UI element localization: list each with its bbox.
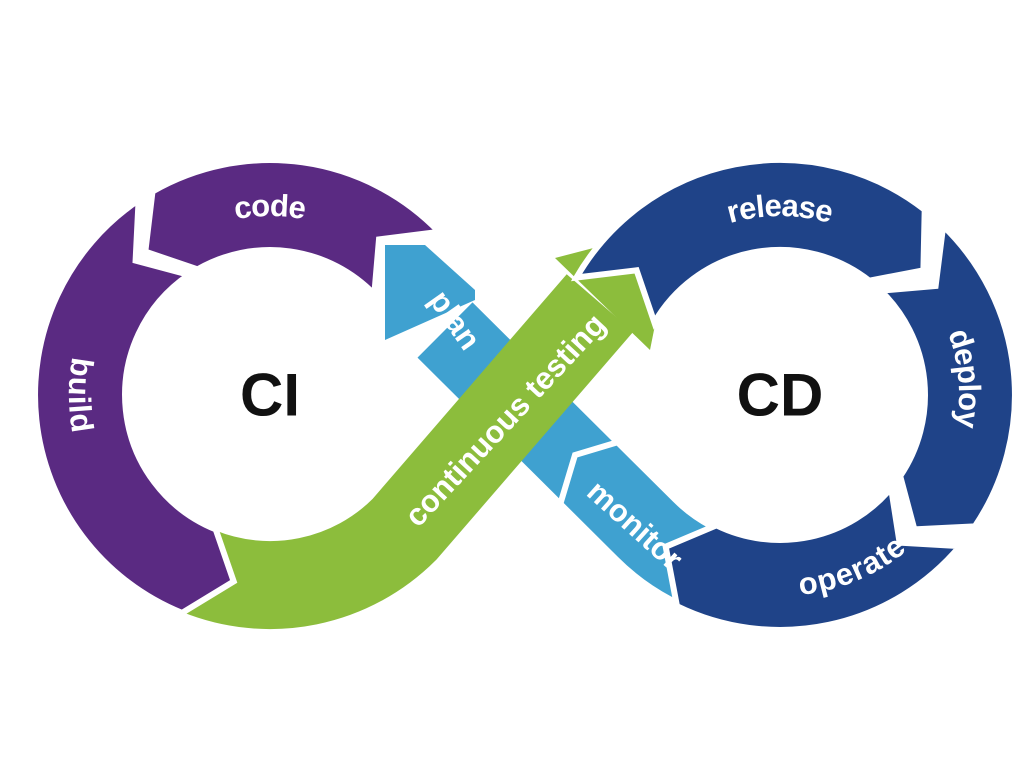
build-label: build	[62, 356, 100, 435]
release-label: release	[723, 187, 837, 229]
code-segment	[142, 157, 446, 302]
build-segment	[32, 194, 238, 617]
ci-label: CI	[240, 362, 300, 429]
monitor-arrow-notch	[557, 437, 626, 506]
deploy-segment	[873, 219, 1018, 533]
operate-segment	[662, 481, 967, 633]
release-segment	[570, 157, 928, 330]
cd-label: CD	[737, 362, 824, 429]
plan-arrowhead	[385, 245, 475, 340]
